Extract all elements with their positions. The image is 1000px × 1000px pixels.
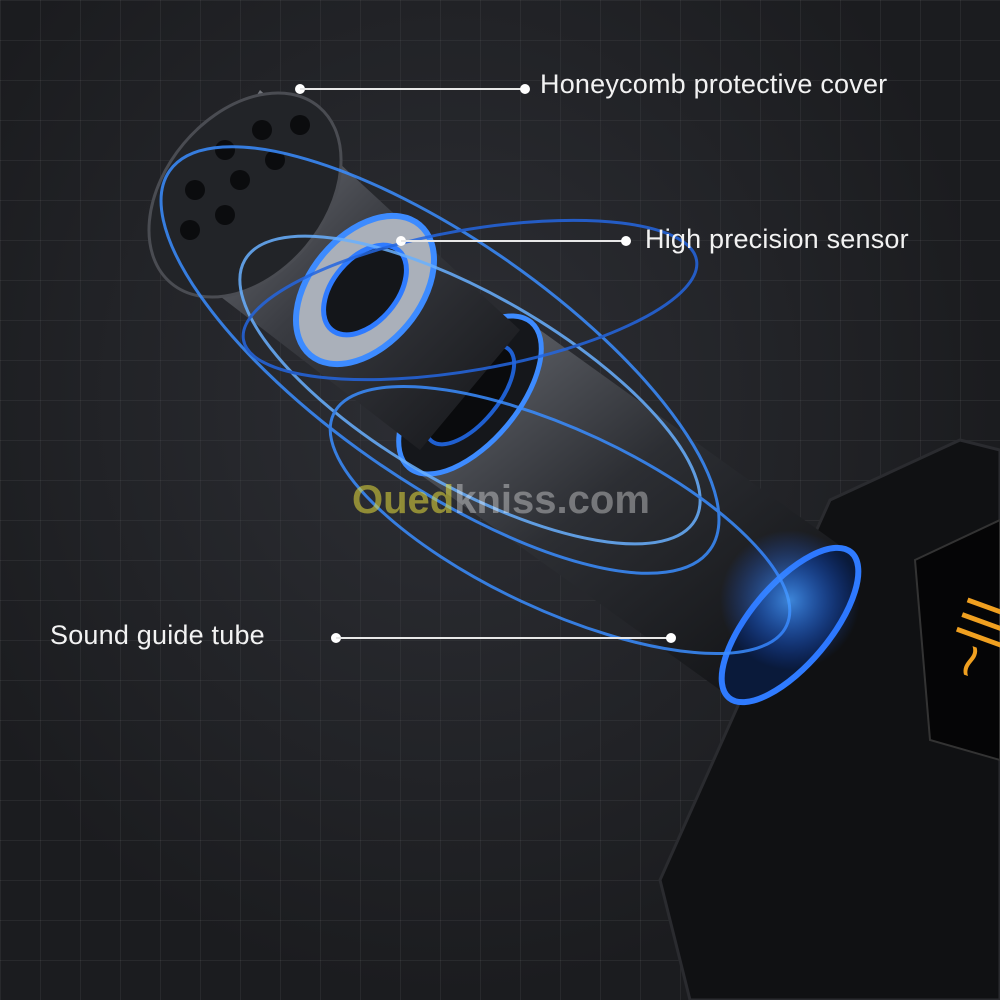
tube-callout-line: [336, 637, 671, 639]
label-sensor: High precision sensor: [645, 224, 909, 254]
tube-callout-end-dot: [666, 633, 676, 643]
watermark-logo: Ouedkniss.com: [352, 478, 650, 522]
sensor-callout-line: [401, 240, 626, 242]
cover-callout-line: [300, 88, 525, 90]
sensor-callout-end-dot: [621, 236, 631, 246]
label-sound-guide-tube: Sound guide tube: [50, 620, 265, 650]
cover-callout-end-dot: [520, 84, 530, 94]
label-honeycomb-cover: Honeycomb protective cover: [540, 69, 888, 99]
device-body: ~|||: [658, 438, 1000, 1000]
